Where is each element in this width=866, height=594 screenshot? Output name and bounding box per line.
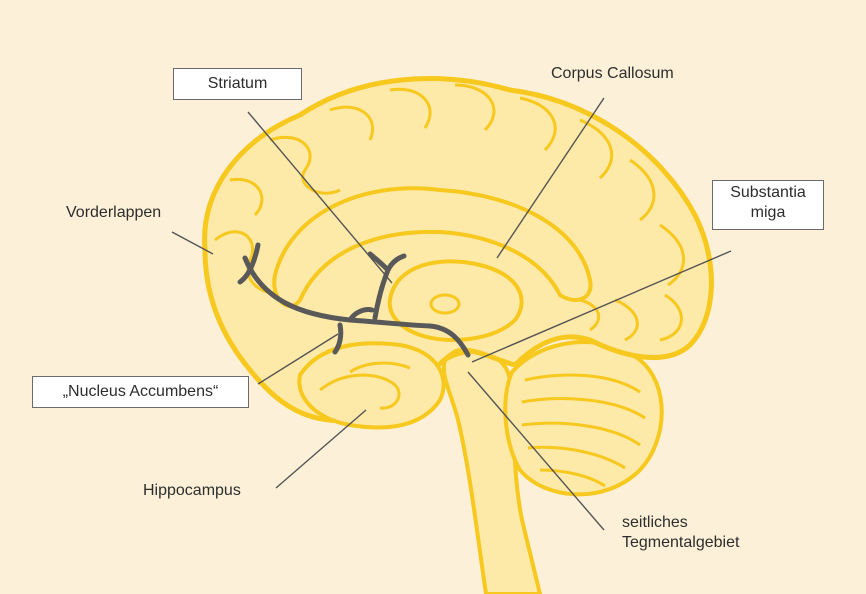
label-hippocampus: Hippocampus — [143, 481, 241, 501]
label-striatum: Striatum — [173, 68, 302, 100]
label-tegmental-line1: seitliches — [622, 513, 739, 533]
cerebellum — [505, 342, 661, 494]
label-substantia-line1: Substantia — [713, 183, 823, 203]
leader-hippocampus — [276, 410, 366, 488]
temporal-lobe — [299, 343, 443, 427]
label-substantia-line2: miga — [713, 203, 823, 223]
label-substantia: Substantia miga — [712, 180, 824, 230]
thalamus-center — [431, 295, 459, 313]
label-tegmental-line2: Tegmentalgebiet — [622, 533, 739, 553]
label-tegmental: seitliches Tegmentalgebiet — [622, 513, 739, 553]
label-nucleus-accumbens: „Nucleus Accumbens“ — [32, 376, 249, 408]
label-corpus-callosum: Corpus Callosum — [551, 64, 674, 84]
label-vorderlappen: Vorderlappen — [66, 203, 161, 223]
